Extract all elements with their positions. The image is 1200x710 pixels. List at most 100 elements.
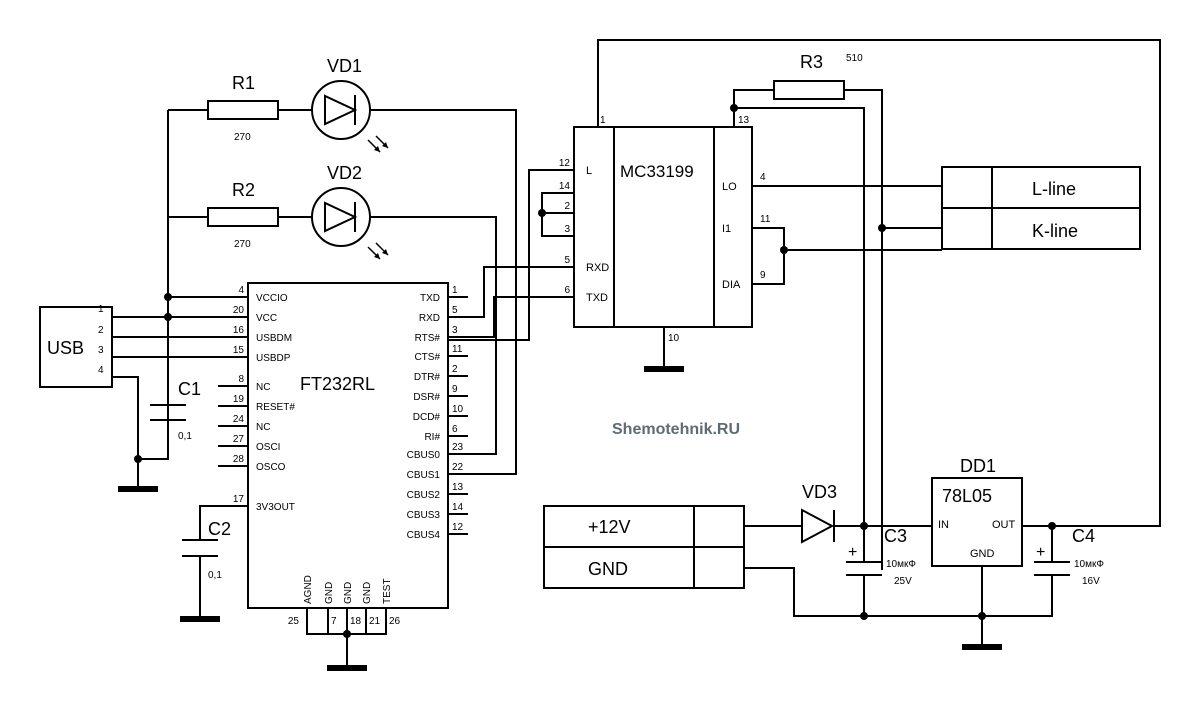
c3-plus: + [848, 544, 857, 561]
ft232-pin-number: 3 [452, 325, 458, 336]
usb-pin: 4 [98, 365, 104, 376]
gnd-label: GND [588, 559, 628, 579]
ft232-pin-signal: DCD# [413, 412, 441, 423]
dd1-in: IN [938, 519, 949, 531]
ft232-pin-signal: OSCO [256, 462, 286, 473]
capacitor-c2: C2 0,1 [182, 519, 231, 581]
ft232-pin-number: 19 [233, 394, 245, 405]
c1-ref: C1 [178, 379, 201, 399]
usb-connector: USB 1 2 3 4 [39, 304, 113, 388]
mc33199-pin-number: 11 [760, 214, 771, 225]
mc33199-pin-signal: L [586, 165, 592, 177]
ft232-pin-signal: AGND [303, 575, 314, 604]
ft232-pin-signal: RXD [419, 313, 440, 324]
ft232-pin-number: 23 [452, 442, 464, 453]
resistor-r2: R2 270 [207, 180, 279, 250]
ft232-pin-number: 20 [233, 305, 245, 316]
capacitor-c3: + C3 10мкФ 25V [846, 526, 916, 587]
ft232-pin-number: 24 [233, 414, 245, 425]
ft232-pin-number: 7 [331, 616, 337, 627]
c4-voltage: 16V [1082, 576, 1100, 587]
c2-ref: C2 [208, 519, 231, 539]
ft232-pin-signal: TEST [382, 578, 393, 604]
usb-pin: 1 [98, 304, 104, 315]
ground-symbols [118, 366, 1002, 671]
vd2-ref: VD2 [327, 163, 362, 183]
ft232-pin-number: 14 [452, 502, 464, 513]
ft232-pin-number: 2 [452, 364, 458, 375]
ft232-pin-signal: USBDM [256, 333, 292, 344]
ft232-pin-signal: GND [362, 582, 373, 604]
r1-value: 270 [234, 132, 251, 143]
mc33199-pin-signal: LO [722, 181, 737, 193]
ft232-name: FT232RL [300, 374, 375, 394]
usb-label: USB [47, 338, 84, 358]
ft232-pin-signal: DSR# [413, 392, 440, 403]
ft232-pin-signal: VCC [256, 313, 277, 324]
mc-pin: 13 [738, 115, 750, 126]
mc33199-pin-number: 5 [564, 255, 570, 266]
c3-ref: C3 [884, 526, 907, 546]
mc33199-pin-number: 6 [564, 285, 570, 296]
junction-dots [134, 104, 1056, 638]
ft232-left-pins: 4VCCIO20VCC16USBDM15USBDP8NC19RESET#24NC… [233, 285, 295, 513]
dd1-ref: DD1 [960, 456, 996, 476]
ft232-pin-number: 21 [369, 616, 381, 627]
ft232-pin-signal: GND [343, 582, 354, 604]
ft232-pin-signal: OSCI [256, 442, 280, 453]
ft232-pin-signal: CBUS1 [407, 470, 441, 481]
vd1-ref: VD1 [327, 56, 362, 76]
ft232-pin-number: 25 [288, 616, 300, 627]
mc33199-pin-signal: DIA [722, 279, 741, 291]
c4-value: 10мкФ [1074, 559, 1104, 570]
ft232-pin-signal: RTS# [415, 333, 441, 344]
c3-voltage: 25V [894, 576, 912, 587]
ft232-pin-number: 8 [238, 374, 244, 385]
ft232-pin-signal: CBUS3 [407, 510, 441, 521]
regulator-dd1: DD1 78L05 IN OUT GND [931, 456, 1023, 567]
ft232-pin-signal: TXD [420, 293, 440, 304]
mc33199-pin-number: 12 [559, 158, 571, 169]
ft232-pin-number: 15 [233, 345, 245, 356]
watermark: Shemotehnik.RU [612, 421, 740, 438]
ft232-pin-signal: DTR# [414, 372, 441, 383]
usb-pin: 3 [98, 345, 104, 356]
r3-ref: R3 [800, 52, 823, 72]
led-vd2: VD2 [311, 163, 389, 260]
r2-ref: R2 [232, 180, 255, 200]
ft232-pin-number: 12 [452, 522, 464, 533]
ft232-pin-signal: RESET# [256, 402, 295, 413]
capacitor-c4: + C4 10мкФ 16V [1034, 526, 1104, 587]
diode-vd3: VD3 [801, 482, 837, 544]
ft232-pin-number: 17 [233, 494, 245, 505]
r1-ref: R1 [232, 73, 255, 93]
ft232-pin-signal: USBDP [256, 353, 291, 364]
mc33199-name: MC33199 [620, 162, 694, 181]
resistor-r1: R1 270 [207, 73, 279, 143]
ft232rl-chip: FT232RL 4VCCIO20VCC16USBDM15USBDP8NC19RE… [233, 282, 464, 627]
mc33199-pin-signal: RXD [586, 262, 609, 274]
ft232-pin-number: 11 [452, 344, 463, 355]
ft232-pin-number: 27 [233, 434, 245, 445]
ft232-pin-number: 4 [238, 285, 244, 296]
r2-value: 270 [234, 239, 251, 250]
mc33199-pin-number: 14 [559, 181, 571, 192]
ft232-pin-signal: CTS# [414, 352, 440, 363]
ft232-pin-number: 1 [452, 285, 458, 296]
mc33199-pin-number: 4 [760, 172, 766, 183]
power-connector: +12V GND [543, 505, 745, 589]
mc33199-pin-signal: I1 [722, 223, 731, 235]
mc33199-pin-number: 2 [564, 201, 570, 212]
ft232-pin-number: 18 [350, 616, 362, 627]
capacitor-c1: C1 0,1 [150, 379, 201, 442]
mc33199-pin-number: 3 [564, 224, 570, 235]
ft232-pin-signal: NC [256, 382, 270, 393]
dd1-out: OUT [992, 519, 1016, 531]
ft232-pin-number: 6 [452, 424, 458, 435]
c3-value: 10мкФ [886, 559, 916, 570]
